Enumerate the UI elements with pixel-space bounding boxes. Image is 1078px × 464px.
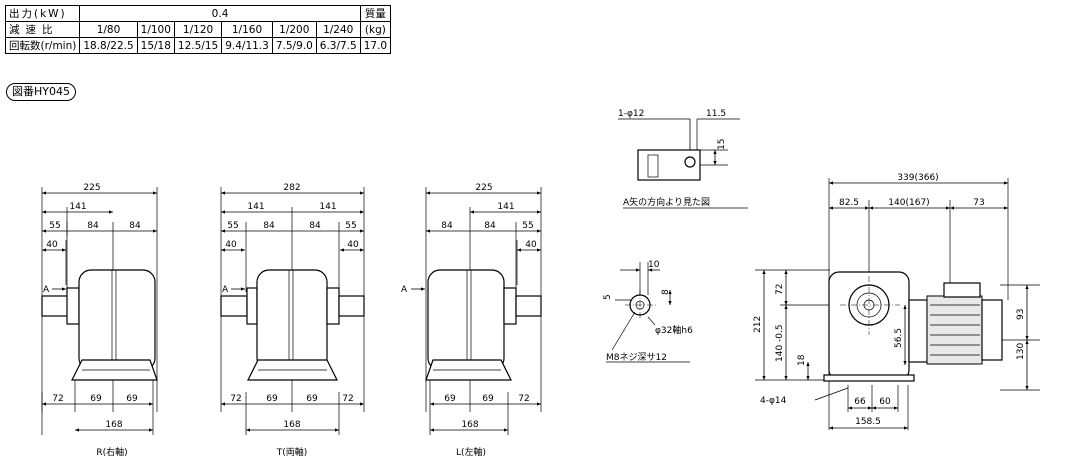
dim-66: 66 (854, 397, 866, 407)
spec-table: 出力(kW) 0.4 質量 減速比 1/80 1/100 1/120 1/160… (4, 5, 392, 54)
dim-label: 84 (441, 221, 453, 231)
dim-label: 69 (266, 394, 278, 404)
dim-label: 168 (461, 420, 478, 430)
dim-8: 8 (661, 289, 671, 295)
dim-label: 168 (105, 420, 122, 430)
dim-label: 40 (225, 240, 237, 250)
dim-label: 69 (482, 394, 494, 404)
dim-label: 72 (230, 394, 241, 404)
dim-label: 55 (227, 221, 238, 231)
dim-label: 55 (49, 221, 60, 231)
dim-label: 141 (247, 202, 264, 212)
dim-overall: 339(366) (897, 173, 938, 183)
dim-label: 282 (283, 183, 300, 193)
dim-label: 141 (497, 202, 514, 212)
view-l: A 225 141 84 84 55 40 69 69 72 168 L(左軸) (401, 183, 542, 458)
dim-label: 69 (126, 394, 138, 404)
ratio-cell: 1/80 (79, 21, 138, 38)
view-t: A 282 141 141 55 84 84 55 40 40 72 69 69… (220, 183, 365, 458)
arrow-label: A (401, 285, 408, 295)
dim-5: 5 (603, 294, 613, 300)
dim-label: 40 (347, 240, 359, 250)
arrow-view: 1-φ12 11.5 15 A矢の方向より見た図 (618, 109, 748, 209)
dim-label: 225 (475, 183, 492, 193)
mass-value: 17.0 (359, 37, 392, 54)
hole-label: 1-φ12 (618, 109, 644, 119)
dim-10: 10 (648, 260, 660, 270)
dim-label: 84 (484, 221, 496, 231)
dim-label: 55 (522, 221, 533, 231)
dim-18: 18 (797, 354, 807, 366)
dim-label: 72 (52, 394, 63, 404)
dim-label: 84 (129, 221, 141, 231)
speed-cell: 6.3/7.5 (315, 37, 361, 54)
dim-60: 60 (879, 397, 891, 407)
dim-label: 40 (525, 240, 537, 250)
dim-56-5: 56.5 (894, 328, 904, 348)
dim-label: 168 (283, 420, 300, 430)
arrow-label: A (43, 285, 50, 295)
arrow-view-caption: A矢の方向より見た図 (623, 196, 710, 208)
figure-number-badge: 図番HY045 (6, 83, 76, 101)
dim-93: 93 (1016, 309, 1026, 320)
tap-label: M8ネジ深サ12 (606, 352, 667, 363)
dim-label: 84 (263, 221, 275, 231)
view-caption: T(両軸) (276, 446, 308, 458)
dim-label: 84 (87, 221, 99, 231)
dim-label: 225 (83, 183, 100, 193)
side-view: 339(366) 82.5 140(167) 73 212 72 140 -0.… (753, 173, 1040, 430)
dim-label: 69 (306, 394, 318, 404)
speed-cell: 18.8/22.5 (79, 37, 138, 54)
dim-label: 55 (345, 221, 356, 231)
shaft-label: φ32軸h6 (655, 324, 693, 336)
speed-label: 回転数(r/min) (4, 37, 81, 54)
dim-label: 69 (444, 394, 456, 404)
dim-72: 72 (775, 284, 785, 295)
speed-cell: 15/18 (136, 37, 175, 54)
dim-140-tol: 140 -0.5 (775, 324, 785, 362)
dim-label: 84 (309, 221, 321, 231)
dim-label: 141 (319, 202, 336, 212)
speed-cell: 12.5/15 (173, 37, 223, 54)
dim-label: 72 (342, 394, 353, 404)
dim-11-5: 11.5 (706, 109, 726, 119)
dim-label: 40 (46, 240, 58, 250)
view-caption: L(左軸) (456, 446, 486, 458)
dim-label: 72 (518, 394, 529, 404)
dim-130: 130 (1016, 343, 1026, 360)
shaft-detail: 10 5 8 φ32軸h6 M8ネジ深サ12 (603, 260, 693, 363)
ratio-cell: 1/100 (136, 21, 175, 38)
dim-82-5: 82.5 (839, 198, 859, 208)
arrow-label: A (222, 285, 229, 295)
dim-label: 69 (90, 394, 102, 404)
view-r: A 225 141 55 84 84 40 72 69 69 168 R(右軸) (41, 183, 158, 458)
dim-158-5: 158.5 (855, 417, 881, 427)
view-caption: R(右軸) (96, 446, 127, 458)
holes-label: 4-φ14 (760, 396, 787, 406)
ratio-cell: 1/240 (315, 21, 361, 38)
dim-label: 141 (69, 202, 86, 212)
dim-212: 212 (753, 316, 763, 333)
dim-140: 140(167) (888, 198, 929, 208)
dim-15: 15 (717, 139, 727, 150)
speed-cell: 9.4/11.3 (221, 37, 273, 54)
speed-cell: 7.5/9.0 (271, 37, 317, 54)
dim-73: 73 (973, 198, 984, 208)
